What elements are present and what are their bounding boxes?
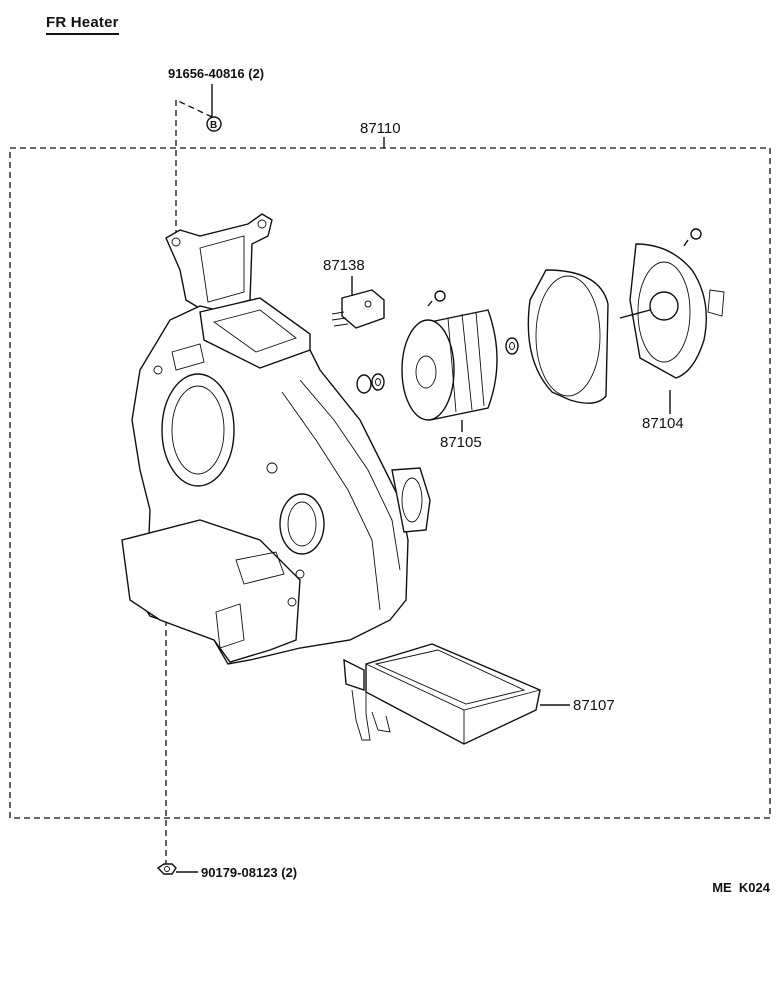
label-87110: 87110 <box>360 120 401 137</box>
figure-code: ME K024 <box>712 880 770 895</box>
grommet-icon <box>356 373 385 394</box>
assembly-boundary <box>9 147 771 819</box>
gasket-ring-part <box>527 269 609 404</box>
blower-motor-part <box>619 243 725 379</box>
small-screw-icon <box>427 290 446 307</box>
heater-core-part <box>343 643 541 745</box>
label-87104: 87104 <box>642 415 684 432</box>
label-nut-bottom: 90179-08123 (2) <box>201 865 297 880</box>
heater-housing <box>121 213 431 665</box>
nut-icon <box>156 863 177 875</box>
screw-b-marker: B <box>210 120 217 131</box>
washer-icon <box>505 337 519 355</box>
leader-screw-top <box>175 84 213 235</box>
label-87105: 87105 <box>440 434 482 451</box>
resistor-part <box>331 289 385 329</box>
label-screw-top: 91656-40816 (2) <box>168 66 264 81</box>
motor-screw-icon <box>683 228 702 247</box>
screw-b-icon: B <box>206 116 222 132</box>
label-87138: 87138 <box>323 257 365 274</box>
label-87107: 87107 <box>573 697 615 714</box>
blower-fan-part <box>401 309 498 421</box>
diagram-title: FR Heater <box>46 14 119 35</box>
leader-nut-bottom <box>165 600 198 873</box>
